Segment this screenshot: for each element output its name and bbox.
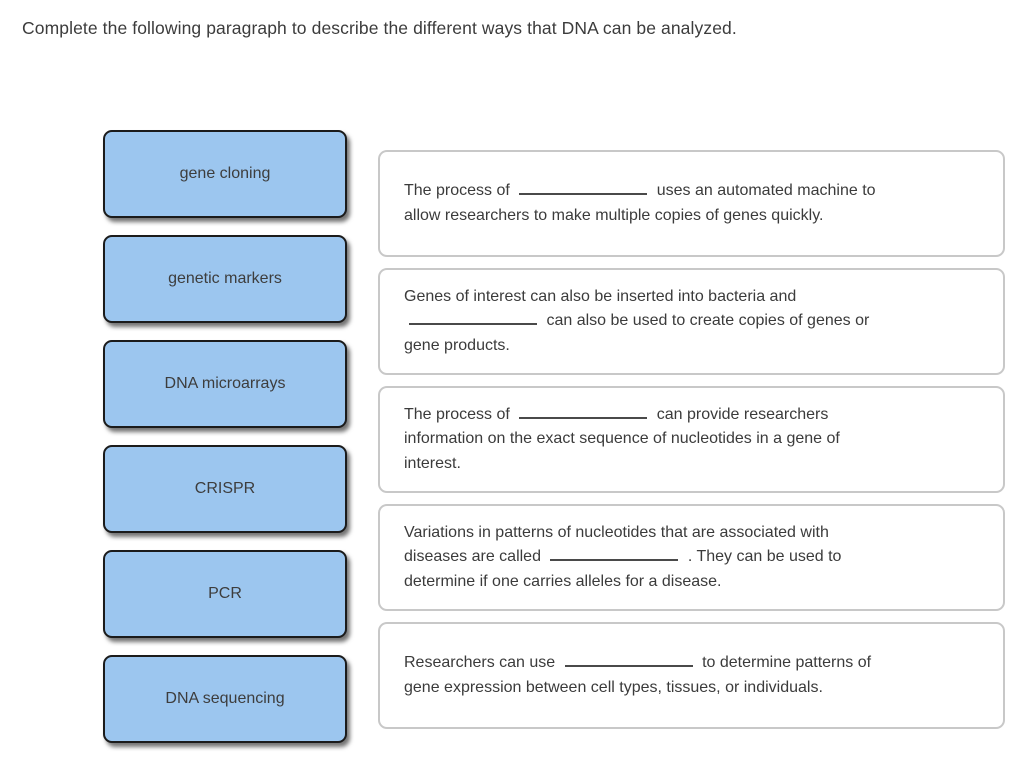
statement-line: gene expression between cell types, tiss… (404, 678, 823, 696)
statement-line: allow researchers to make multiple copie… (404, 206, 824, 224)
statement-line: diseases are called . They can be used t… (404, 546, 842, 566)
statement-line: determine if one carries alleles for a d… (404, 572, 722, 590)
statement-card-1[interactable]: The process of uses an automated machine… (378, 150, 1005, 257)
statement-line: gene products. (404, 336, 510, 354)
drag-tile-dna-sequencing[interactable]: DNA sequencing (103, 655, 347, 743)
statement-line: Variations in patterns of nucleotides th… (404, 523, 829, 541)
statement-line: Genes of interest can also be inserted i… (404, 287, 797, 305)
statement-line: information on the exact sequence of nuc… (404, 430, 840, 448)
statement-line: interest. (404, 454, 461, 472)
word-bank: gene cloning genetic markers DNA microar… (103, 130, 347, 743)
drag-tile-pcr[interactable]: PCR (103, 550, 347, 638)
answer-blank[interactable] (519, 180, 648, 195)
drag-tile-dna-microarrays[interactable]: DNA microarrays (103, 340, 347, 428)
statements-list: The process of uses an automated machine… (378, 150, 1005, 729)
drag-tile-crispr[interactable]: CRISPR (103, 445, 347, 533)
statement-card-4[interactable]: Variations in patterns of nucleotides th… (378, 504, 1005, 611)
answer-blank[interactable] (519, 404, 648, 419)
statement-line: The process of uses an automated machine… (404, 180, 876, 199)
statement-card-5[interactable]: Researchers can use to determine pattern… (378, 622, 1005, 729)
answer-blank[interactable] (550, 546, 679, 562)
statement-card-2[interactable]: Genes of interest can also be inserted i… (378, 268, 1005, 375)
statement-line: The process of can provide researchers (404, 404, 829, 423)
statement-line: can also be used to create copies of gen… (404, 309, 979, 334)
drag-tile-gene-cloning[interactable]: gene cloning (103, 130, 347, 218)
answer-blank[interactable] (409, 310, 537, 326)
answer-blank[interactable] (564, 652, 693, 667)
drag-tile-genetic-markers[interactable]: genetic markers (103, 235, 347, 323)
statement-card-3[interactable]: The process of can provide researchers in… (378, 386, 1005, 493)
statement-line: Researchers can use to determine pattern… (404, 652, 872, 671)
instruction-text: Complete the following paragraph to desc… (22, 18, 737, 38)
